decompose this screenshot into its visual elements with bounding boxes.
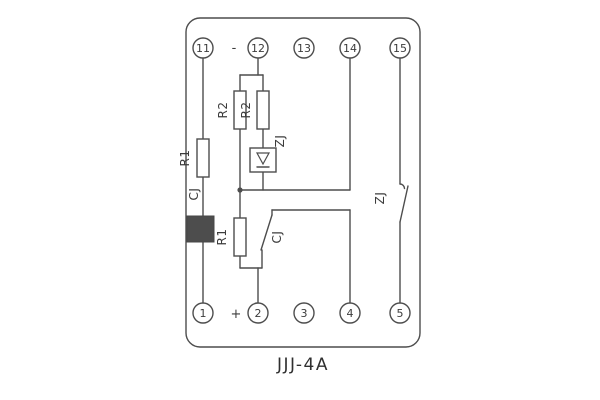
terminal-13: [293, 37, 315, 59]
cj-relay-coil: [186, 215, 215, 243]
terminal-1: [192, 302, 214, 324]
terminal-12: [247, 37, 269, 59]
valve-triangle-icon: [255, 152, 271, 166]
label-zj-valve: ZJ: [273, 135, 287, 148]
terminal-15: [389, 37, 411, 59]
plus-sign: +: [231, 307, 242, 322]
terminal-5: [389, 302, 411, 324]
terminal-4-label: 4: [347, 307, 354, 320]
zj-contact-blade: [399, 185, 409, 223]
label-cj-coil: CJ: [187, 188, 201, 201]
resistor-r1-upper: [196, 138, 210, 178]
terminal-15-label: 15: [393, 42, 407, 55]
relay-case-outline: [185, 17, 421, 348]
terminal-13-label: 13: [297, 42, 311, 55]
label-zj-contact: ZJ: [373, 192, 387, 205]
terminal-5-label: 5: [397, 307, 404, 320]
minus-sign: -: [232, 41, 237, 56]
terminal-4: [339, 302, 361, 324]
terminal-2: [247, 302, 269, 324]
resistor-r2-right: [256, 90, 270, 130]
label-cj-contact: CJ: [270, 231, 284, 244]
terminal-2-label: 2: [255, 307, 262, 320]
zj-contact-hook: [399, 183, 406, 190]
terminal-3: [293, 302, 315, 324]
terminal-3-label: 3: [301, 307, 308, 320]
label-r1-lower: R1: [215, 229, 229, 246]
terminal-12-label: 12: [251, 42, 265, 55]
terminal-1-label: 1: [200, 307, 207, 320]
resistor-r1-lower: [233, 217, 247, 257]
terminal-11: [192, 37, 214, 59]
label-r2-left: R2: [216, 102, 230, 119]
diagram-caption: JJJ-4A: [276, 355, 329, 375]
terminal-14: [339, 37, 361, 59]
label-r1-upper: R1: [178, 150, 192, 167]
terminal-14-label: 14: [343, 42, 357, 55]
junction-dot: [237, 187, 243, 193]
terminal-11-label: 11: [196, 42, 210, 55]
resistor-r2-left: [233, 90, 247, 130]
label-r2-right: R2: [239, 102, 253, 119]
zj-valve-box: [249, 147, 277, 173]
cj-contact-blade: [260, 214, 273, 251]
